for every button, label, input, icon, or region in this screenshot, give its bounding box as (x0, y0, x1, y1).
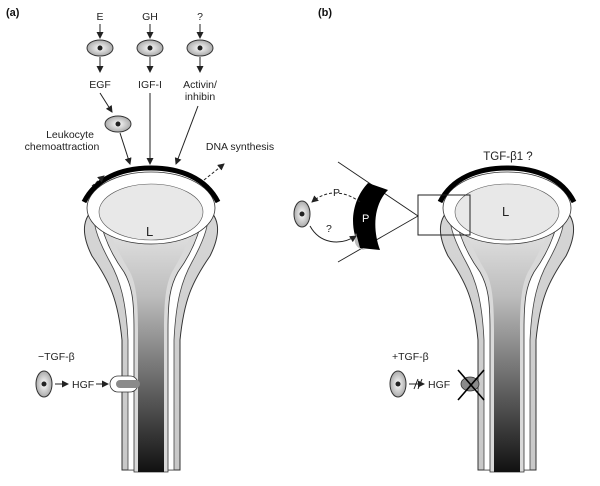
lumen-bulb-b (454, 183, 560, 241)
cap-border (81, 165, 221, 204)
cap-border-b (437, 165, 577, 204)
tgf-b1-question-label: TGF-β1 ? (483, 151, 532, 163)
effect-leukocyte-2: chemoattraction (25, 141, 100, 153)
inset-question-label: ? (326, 223, 332, 235)
stroma-factor-label: −TGF-β (38, 351, 75, 363)
factor-igf: IGF-I (138, 79, 162, 91)
blocked-x-icon (457, 369, 485, 401)
panel-a: (a) L E GH ? (6, 7, 274, 473)
factor-inhibin: inhibin (185, 91, 216, 103)
duct-lumen (104, 200, 198, 472)
lumen-label: L (146, 224, 153, 239)
source-label-e: E (96, 11, 103, 23)
source-cells-row: E GH ? EGF IGF-I Activin/ inhibin (86, 11, 217, 103)
inset-p-arrow-label: P (333, 187, 340, 199)
inset-p-zone: P (362, 213, 369, 225)
effect-leukocyte-1: Leukocyte (46, 129, 94, 141)
stroma-factor-label-b: +TGF-β (392, 351, 429, 363)
effect-dna-synthesis: DNA synthesis (206, 141, 274, 153)
panel-a-label: (a) (6, 7, 20, 19)
zoom-box (417, 194, 471, 236)
inset-tgf-label: ←TGF-β1 (376, 214, 403, 220)
source-label-unknown: ? (197, 11, 203, 23)
hgf-label: HGF (72, 379, 94, 391)
factor-egf: EGF (89, 79, 111, 91)
inset-zoom: P ←TGF-β1 P ? (293, 161, 419, 263)
factor-activin: Activin/ (183, 79, 217, 91)
panel-b-label: (b) (318, 7, 332, 19)
panel-b: (b) TGF-β1 ? L P ←TGF-β1 P ? +TGF-β (293, 7, 577, 473)
duct-lumen-b (460, 200, 554, 472)
lumen-label-b: L (502, 204, 509, 219)
lumen-bulb (98, 183, 204, 241)
inset-cap-layer (353, 183, 388, 250)
hgf-label-b: HGF (428, 379, 450, 391)
source-label-gh: GH (142, 11, 158, 23)
